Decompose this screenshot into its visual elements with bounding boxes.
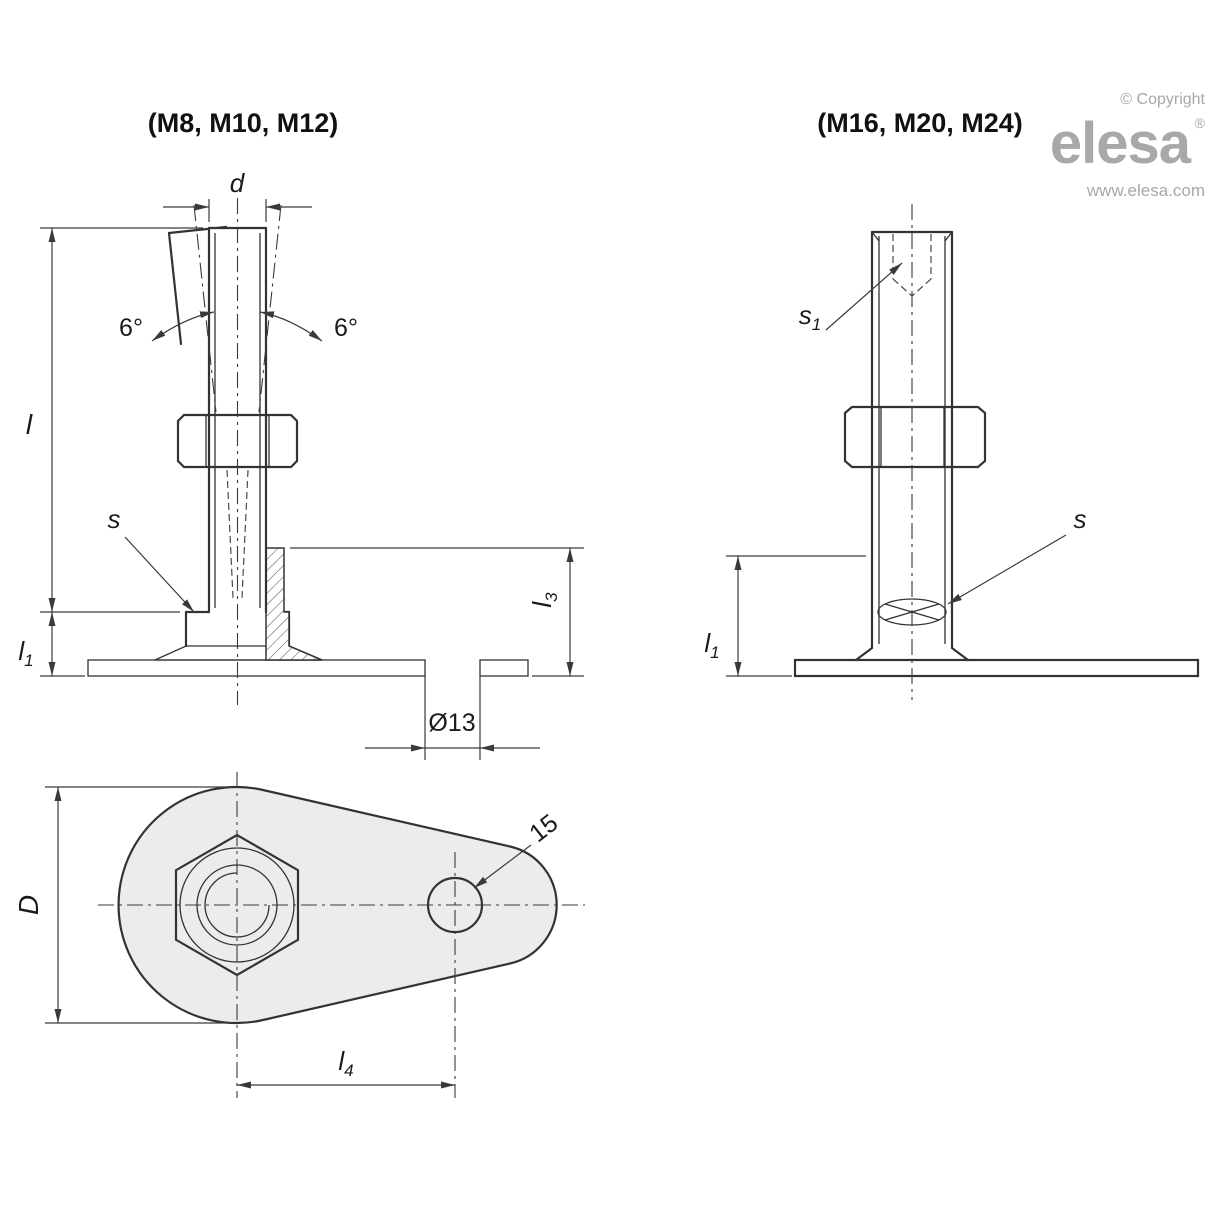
registered-mark: ® <box>1195 115 1206 131</box>
thread-arc <box>204 872 270 938</box>
wrench-callout-large: s <box>947 504 1087 605</box>
title-large-sizes: (M16, M20, M24) <box>817 108 1023 138</box>
dim-hole-13: Ø13 <box>365 676 540 760</box>
dim-label-D: D <box>13 895 44 915</box>
dim-d: d <box>163 168 312 222</box>
copyright-text: © Copyright <box>1120 91 1205 108</box>
title-small-sizes: (M8, M10, M12) <box>148 108 339 138</box>
website-text: www.elesa.com <box>1086 181 1205 200</box>
label-s-small: s <box>108 504 121 534</box>
dim-label-l1-large: l1 <box>704 628 719 662</box>
front-view-large: s1 s l1 (M16, M20, M24) <box>704 108 1200 700</box>
angle-label-right: 6° <box>334 314 358 342</box>
foot-pad <box>154 547 323 661</box>
angle-label-left: 6° <box>119 314 143 342</box>
front-view-small: d 6° 6° l l1 s <box>18 108 584 760</box>
dim-l: l <box>26 227 203 613</box>
wrench-flat-callout-small: s <box>108 504 195 613</box>
dim-l4: l4 <box>237 1046 455 1089</box>
hex-nut <box>176 413 299 469</box>
dim-label-hole13: Ø13 <box>428 709 475 737</box>
swivel-angle: 6° 6° <box>119 311 358 342</box>
dim-D: D <box>13 786 232 1024</box>
tilt-centerlines <box>193 204 282 413</box>
label-s-large: s <box>1074 504 1087 534</box>
top-view-centerlines <box>98 772 585 1098</box>
label-s1: s1 <box>799 300 821 334</box>
dim-label-l1-small: l1 <box>18 636 33 670</box>
base-plate-large <box>793 658 1200 678</box>
brand-block: © Copyright elesa ® www.elesa.com <box>1050 91 1206 200</box>
dim-label-l3: l3 <box>527 592 561 608</box>
dim-label-l: l <box>26 409 33 440</box>
dim-label-l4: l4 <box>338 1046 353 1080</box>
dim-label-d: d <box>230 168 246 198</box>
hex-nut-large <box>843 405 987 469</box>
dim-l1-large: l1 <box>704 555 866 677</box>
dim-l1-small: l1 <box>18 612 85 677</box>
thread-callout-s1: s1 <box>799 262 903 334</box>
brand-logo-text: elesa <box>1050 111 1192 176</box>
foot-section-hatch <box>265 547 323 661</box>
dim-l3: l3 <box>290 547 584 677</box>
